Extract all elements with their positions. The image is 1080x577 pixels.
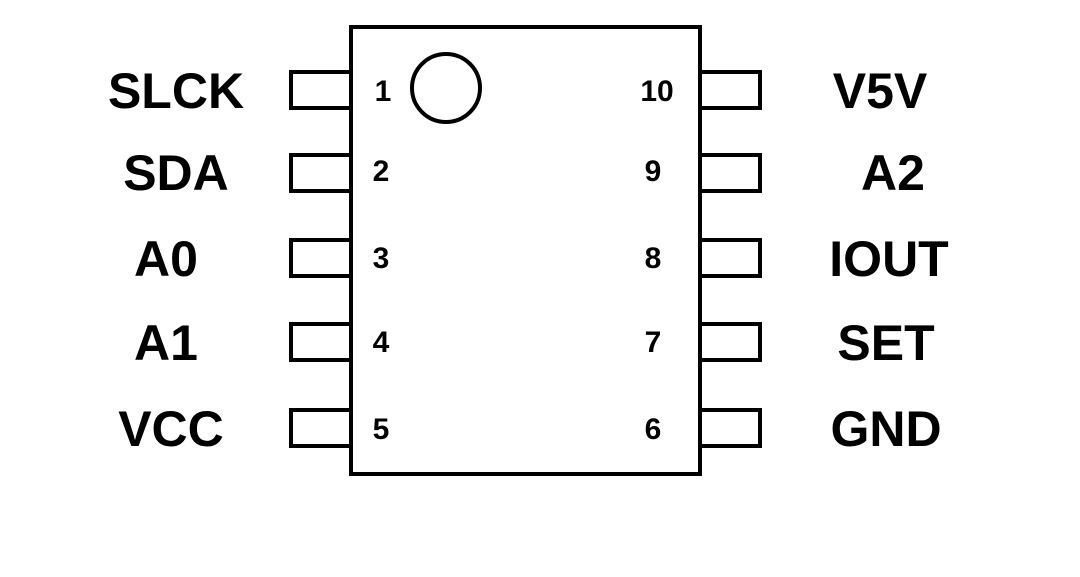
pin-pad bbox=[289, 153, 353, 193]
left-pin-row-3: 3 A0 bbox=[134, 231, 389, 287]
right-pin-row-8: 8 IOUT bbox=[645, 231, 949, 287]
pin-pad bbox=[698, 238, 762, 278]
pin-label: SET bbox=[837, 315, 934, 371]
pin1-marker-circle bbox=[410, 52, 482, 124]
pin-label: GND bbox=[830, 401, 941, 457]
right-pin-row-9: 9 A2 bbox=[645, 145, 925, 201]
pin-label: A1 bbox=[134, 315, 198, 371]
pin-label: IOUT bbox=[829, 231, 948, 287]
pin-number: 2 bbox=[373, 155, 390, 188]
pin-number: 4 bbox=[373, 326, 390, 359]
right-pin-row-10: 10 V5V bbox=[640, 63, 928, 119]
pin-pad bbox=[698, 408, 762, 448]
chip-body bbox=[349, 25, 702, 476]
pin-number: 9 bbox=[645, 155, 662, 188]
pin-pad bbox=[289, 238, 353, 278]
right-pin-row-7: 7 SET bbox=[645, 315, 935, 371]
pin-label: A2 bbox=[861, 145, 925, 201]
pin-label: V5V bbox=[833, 63, 928, 119]
left-pin-row-1: 1 SLCK bbox=[108, 63, 391, 119]
pin-number: 5 bbox=[373, 413, 390, 446]
pin-number: 10 bbox=[640, 75, 673, 108]
left-pin-row-2: 2 SDA bbox=[123, 145, 389, 201]
pin-pad bbox=[698, 70, 762, 110]
pin-label: VCC bbox=[118, 401, 224, 457]
pin-label: SLCK bbox=[108, 63, 244, 119]
pin-number: 7 bbox=[645, 326, 662, 359]
pin-pad bbox=[289, 322, 353, 362]
left-pin-row-5: 5 VCC bbox=[118, 401, 389, 457]
left-pin-row-4: 4 A1 bbox=[134, 315, 390, 371]
pin-number: 8 bbox=[645, 242, 662, 275]
pin-pad bbox=[698, 322, 762, 362]
pin-pad bbox=[698, 153, 762, 193]
pin-number: 1 bbox=[375, 75, 392, 108]
pin-pad bbox=[289, 70, 353, 110]
pin-label: SDA bbox=[123, 145, 229, 201]
pin-number: 6 bbox=[645, 413, 662, 446]
pin-label: A0 bbox=[134, 231, 198, 287]
pin-pad bbox=[289, 408, 353, 448]
pin-number: 3 bbox=[373, 242, 390, 275]
right-pin-row-6: 6 GND bbox=[645, 401, 942, 457]
